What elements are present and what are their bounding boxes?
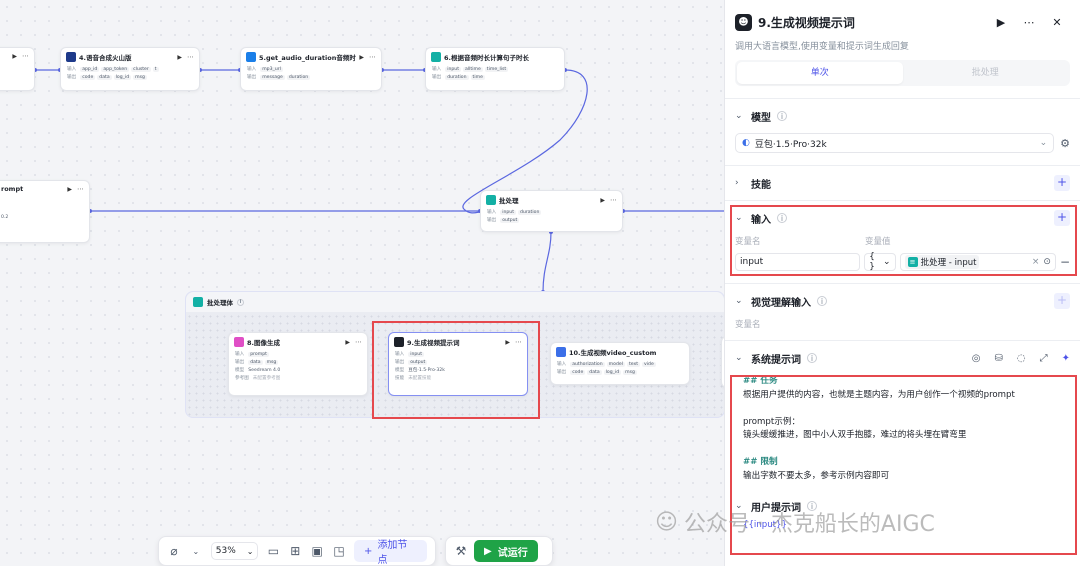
- llm-icon: [394, 337, 404, 347]
- system-prompt-editor[interactable]: ## 任务 根据用户提供的内容，也就是主题内容，为用户创作一个视频的prompt…: [743, 376, 1015, 481]
- tab-single[interactable]: 单次: [737, 62, 903, 84]
- node-partial-top-left[interactable]: ▶⋯: [0, 47, 35, 91]
- minimap-icon[interactable]: ◳: [333, 544, 345, 558]
- panel-title: 9.生成视频提示词: [758, 16, 855, 30]
- more-icon[interactable]: ⋯: [369, 53, 376, 61]
- settings-icon[interactable]: ⚙: [1060, 136, 1070, 150]
- clear-icon[interactable]: ×: [1031, 257, 1040, 267]
- run-node-icon[interactable]: ▶: [505, 338, 510, 346]
- node-config-panel: ☻ 9.生成视频提示词 ▶ ⋯ ✕ 调用大语言模型,使用变量和提示词生成回复 单…: [724, 0, 1080, 566]
- user-prompt-editor[interactable]: {{input}}: [743, 520, 787, 530]
- more-icon[interactable]: ⋯: [1023, 16, 1035, 29]
- info-icon: i: [777, 213, 787, 223]
- chevron-down-icon[interactable]: ⌄: [735, 296, 743, 306]
- add-vision-input-button[interactable]: +: [1054, 293, 1070, 309]
- node-partial-prompt[interactable]: rompt ▶⋯ 0.2: [0, 180, 90, 243]
- add-node-button[interactable]: +添加节点: [354, 540, 428, 566]
- chevron-down-icon[interactable]: ⌄: [735, 111, 743, 121]
- comment-icon[interactable]: ▭: [267, 544, 280, 558]
- variable-name-input[interactable]: input: [735, 253, 861, 271]
- chevron-down-icon[interactable]: ⌄: [735, 213, 743, 223]
- more-icon[interactable]: ⋯: [355, 338, 362, 346]
- mouse-mode-icon[interactable]: ⌀: [170, 544, 178, 558]
- plus-icon: +: [364, 545, 373, 557]
- panel-description: 调用大语言模型,使用变量和提示词生成回复: [735, 42, 909, 52]
- chevron-down-icon[interactable]: ⌄: [735, 501, 743, 511]
- info-icon: i: [777, 111, 787, 121]
- tab-batch[interactable]: 批处理: [971, 68, 999, 78]
- run-toolbar: ⚒ ▶试运行: [445, 536, 553, 566]
- compass-icon[interactable]: ◎: [971, 352, 981, 364]
- variable-value-ref[interactable]: ≡批处理 - input × ⊙: [899, 253, 1056, 271]
- info-icon: i: [807, 353, 817, 363]
- layout-icon[interactable]: ⊞: [290, 544, 301, 558]
- run-node-icon[interactable]: ▶: [359, 53, 364, 61]
- run-node-icon[interactable]: ▶: [67, 185, 72, 193]
- chevron-down-icon: ⌄: [1039, 138, 1048, 148]
- run-icon[interactable]: ▶: [996, 16, 1006, 29]
- library-icon[interactable]: ⛁: [994, 352, 1003, 364]
- run-node-icon[interactable]: ▶: [600, 196, 605, 204]
- batch-icon: [486, 195, 496, 205]
- llm-icon: ☻: [735, 14, 752, 31]
- image-icon[interactable]: ▣: [311, 544, 323, 558]
- model-select[interactable]: ◐ 豆包·1.5·Pro·32k ⌄: [735, 133, 1055, 153]
- plugin-icon: [556, 347, 566, 357]
- tts-icon: [66, 52, 76, 62]
- mode-tabs: 单次 批处理: [735, 60, 1070, 86]
- more-icon[interactable]: ⋯: [515, 338, 522, 346]
- more-icon[interactable]: ⋯: [187, 53, 194, 61]
- wrench-icon[interactable]: ⚒: [455, 544, 467, 558]
- bulb-icon[interactable]: ◌: [1016, 352, 1026, 364]
- chevron-down-icon: ⌄: [246, 546, 254, 556]
- batch-icon: [193, 297, 203, 307]
- batch-icon: ≡: [907, 257, 918, 267]
- plugin-icon: [246, 52, 256, 62]
- more-icon[interactable]: ⋯: [77, 185, 84, 193]
- info-icon: i: [817, 296, 827, 306]
- more-icon[interactable]: ⋯: [22, 52, 29, 60]
- run-node-icon[interactable]: ▶: [177, 53, 182, 61]
- variable-picker-icon[interactable]: ⊙: [1043, 257, 1051, 267]
- chevron-right-icon[interactable]: ›: [735, 178, 739, 188]
- skills-section: ›技能+: [725, 165, 1080, 200]
- variable-type-select[interactable]: { }⌄: [864, 252, 896, 272]
- zoom-select[interactable]: 53%⌄: [210, 542, 259, 560]
- code-icon: [431, 52, 441, 62]
- info-icon: i: [807, 501, 817, 511]
- ai-optimize-icon[interactable]: ✦: [1061, 352, 1070, 364]
- test-run-button[interactable]: ▶试运行: [474, 540, 538, 562]
- add-skill-button[interactable]: +: [1054, 175, 1070, 191]
- add-input-button[interactable]: +: [1054, 210, 1070, 226]
- doubao-icon: ◐: [742, 138, 750, 148]
- run-node-icon[interactable]: ▶: [345, 338, 350, 346]
- remove-input-button[interactable]: −: [1059, 255, 1070, 269]
- chevron-down-icon: ⌄: [883, 257, 891, 267]
- chevron-down-icon[interactable]: ⌄: [735, 353, 743, 363]
- ref-tag: ≡批处理 - input: [904, 255, 980, 269]
- more-icon[interactable]: ⋯: [610, 196, 617, 204]
- play-icon: ▶: [484, 545, 492, 557]
- run-node-icon[interactable]: ▶: [12, 52, 17, 60]
- canvas-toolbar: ⌀ ⌄ 53%⌄ ▭ ⊞ ▣ ◳ +添加节点: [158, 536, 436, 566]
- chevron-down-icon[interactable]: ⌄: [192, 546, 200, 556]
- info-icon: i: [237, 298, 244, 306]
- image-gen-icon: [234, 337, 244, 347]
- close-icon[interactable]: ✕: [1052, 16, 1062, 29]
- expand-icon[interactable]: ⤢: [1039, 352, 1048, 364]
